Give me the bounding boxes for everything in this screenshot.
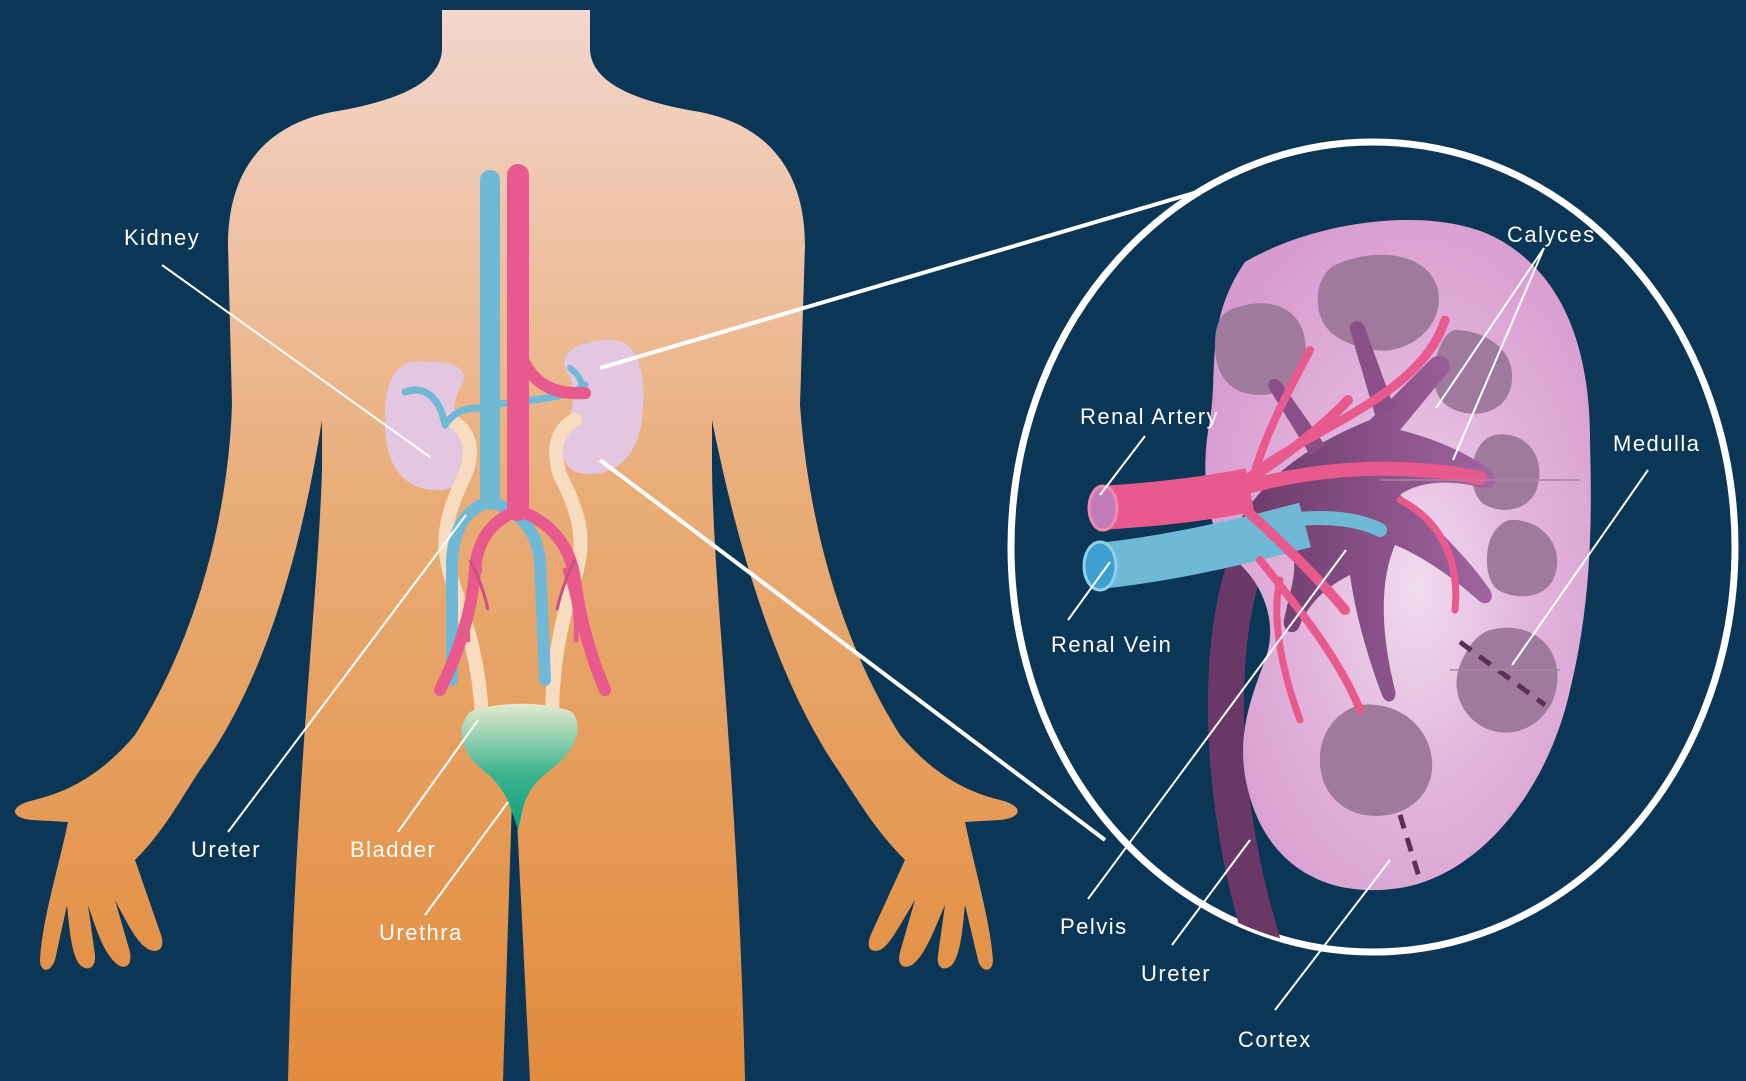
label-calyces: Calyces [1507,222,1596,247]
label-renal-artery: Renal Artery [1080,404,1219,429]
label-bladder: Bladder [350,837,436,862]
label-pelvis: Pelvis [1060,914,1128,939]
label-ureter-zoom: Ureter [1141,961,1211,986]
label-medulla: Medulla [1613,431,1701,456]
label-urethra: Urethra [379,920,463,945]
label-ureter: Ureter [191,837,261,862]
label-cortex: Cortex [1238,1027,1312,1052]
label-renal-vein: Renal Vein [1051,632,1172,657]
label-kidney: Kidney [124,225,200,250]
